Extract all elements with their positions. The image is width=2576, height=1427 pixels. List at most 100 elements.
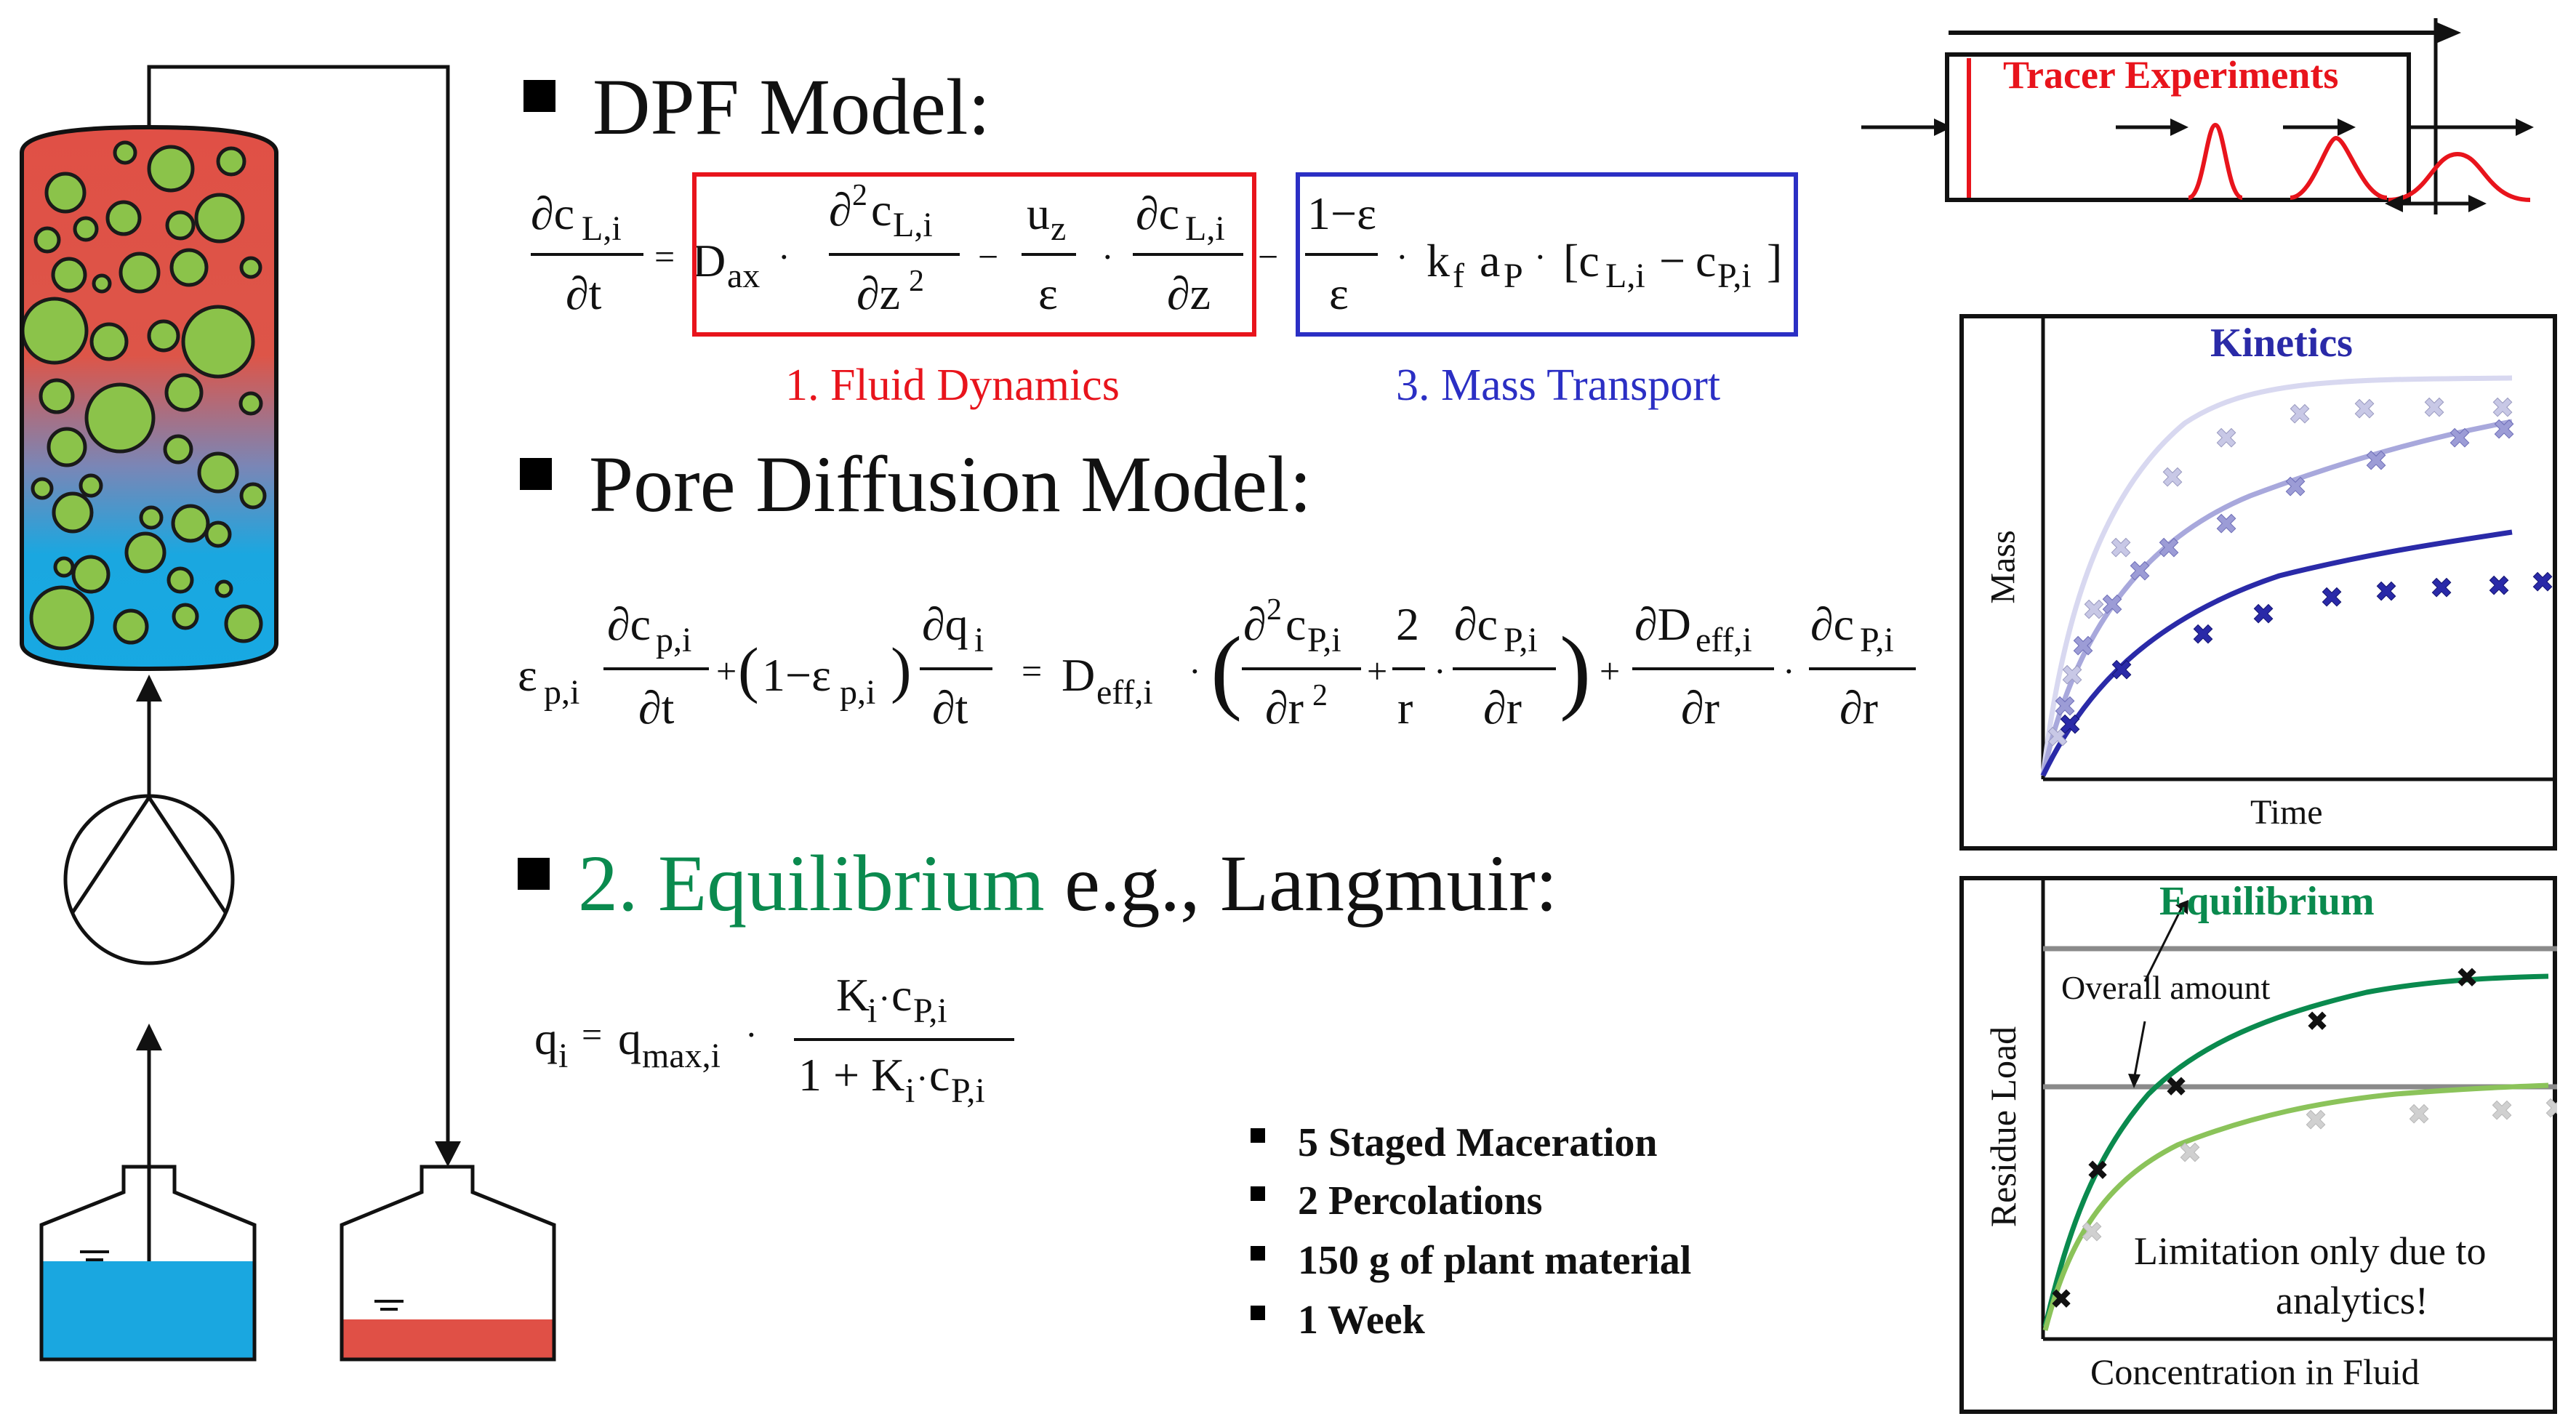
svg-text:2: 2: [852, 179, 867, 212]
equilibrium-ylabel: Residue Load: [1983, 1026, 2023, 1228]
pore-diffusion-heading: Pore Diffusion Model:: [589, 440, 1312, 528]
svg-text:c: c: [1696, 235, 1716, 286]
svg-text:∂t: ∂t: [566, 268, 602, 319]
svg-text:2: 2: [1312, 679, 1328, 712]
overall-amount-annotation: Overall amount: [2061, 969, 2271, 1006]
kinetics-marker: ✖: [2100, 590, 2124, 621]
kinetics-marker: ✖: [2061, 661, 2084, 691]
svg-text:p,i: p,i: [840, 673, 875, 712]
svg-text:[c: [c: [1563, 235, 1600, 286]
kinetics-marker: ✖: [2110, 656, 2133, 686]
svg-text:=: =: [582, 1014, 602, 1055]
svg-text:+: +: [716, 651, 737, 691]
equilibrium-marker: ✖: [2164, 1072, 2188, 1103]
svg-text:∂: ∂: [829, 184, 852, 236]
svg-text:u: u: [1027, 188, 1050, 239]
svg-text:∂c: ∂c: [1136, 188, 1179, 239]
svg-text:∂z: ∂z: [856, 268, 900, 319]
mass-transport-box: [1296, 172, 1798, 337]
kinetics-marker: ✖: [2046, 723, 2069, 753]
equilibrium-marker: ✖: [2178, 1138, 2202, 1169]
equilibrium-marker: ✖: [2407, 1100, 2431, 1130]
svg-text:L,i: L,i: [582, 209, 622, 248]
svg-text:·: ·: [1534, 236, 1546, 277]
kinetics-ylabel: Mass: [1983, 530, 2023, 604]
svg-text:q: q: [618, 1013, 641, 1064]
equilibrium-heading: 2. Equilibrium e.g., Langmuir:: [578, 837, 1557, 930]
svg-text:·: ·: [916, 1058, 928, 1098]
svg-text:p,i: p,i: [544, 673, 579, 712]
kinetics-marker: ✖: [2320, 583, 2343, 614]
svg-text:c: c: [1285, 598, 1306, 650]
equilibrium-heading-colored: 2. Equilibrium: [578, 839, 1045, 928]
svg-text:a: a: [1480, 235, 1500, 286]
svg-text:): ): [891, 635, 912, 704]
kinetics-marker: ✖: [2531, 568, 2554, 598]
equilibrium-chart: ✖ ✖ ✖ ✖ ✖ ✖ ✖ ✖ ✖ ✖ ✖: [2041, 876, 2557, 1341]
equilibrium-curve-low: [2042, 1082, 2549, 1331]
svg-text:∂: ∂: [1243, 598, 1267, 650]
particle-bed: [22, 140, 267, 651]
svg-text:r: r: [1397, 682, 1413, 733]
svg-text:2: 2: [1267, 593, 1282, 627]
svg-text:∂c: ∂c: [1810, 598, 1854, 650]
equilibrium-marker: ✖: [2050, 1285, 2073, 1315]
kinetics-marker: ✖: [2109, 534, 2132, 564]
svg-text:q: q: [534, 1013, 558, 1064]
kinetics-marker: ✖: [2423, 393, 2446, 424]
kinetics-marker: ✖: [2071, 632, 2095, 662]
kinetics-panel: [1959, 314, 2557, 851]
svg-text:·: ·: [1189, 651, 1201, 691]
svg-text:]: ]: [1767, 235, 1782, 286]
kinetics-curve-slow: [2040, 529, 2513, 777]
svg-text:·: ·: [778, 236, 790, 277]
svg-text:∂r: ∂r: [1265, 682, 1304, 733]
svg-text:eff,i: eff,i: [1096, 673, 1153, 712]
pore-diffusion-equation: ε p,i ∂c p,i ∂t + ( 1−ε p,i ) ∂q i ∂t = …: [518, 593, 1916, 733]
list-item: 5 Staged Maceration: [1298, 1120, 1658, 1165]
list-bullet: [1251, 1186, 1265, 1201]
list-item: 150 g of plant material: [1298, 1238, 1692, 1283]
limitation-note-line2: analytics!: [2276, 1279, 2428, 1322]
dpf-model-heading: DPF Model:: [593, 63, 991, 151]
svg-text:P,i: P,i: [913, 992, 947, 1030]
svg-text:2: 2: [909, 265, 924, 298]
kinetics-curve-medium: [2040, 419, 2513, 776]
svg-text:−: −: [1258, 236, 1278, 277]
svg-text:eff,i: eff,i: [1696, 621, 1752, 659]
svg-text:(: (: [1211, 618, 1242, 723]
svg-text:P,i: P,i: [951, 1072, 985, 1110]
svg-text:∂r: ∂r: [1839, 682, 1878, 733]
svg-text:∂c: ∂c: [531, 188, 574, 239]
feed-bottle: [39, 1165, 257, 1362]
svg-text:f: f: [1453, 257, 1464, 295]
langmuir-equation: q i = q max,i · K i · c P,i 1 + K i · c …: [534, 969, 1014, 1110]
heading-bullet: [518, 858, 550, 890]
kinetics-marker: ✖: [2191, 620, 2215, 651]
collection-bottle: [340, 1165, 556, 1362]
svg-text:P,i: P,i: [1860, 621, 1894, 659]
svg-text:p,i: p,i: [656, 621, 691, 659]
list-bullet: [1251, 1246, 1265, 1261]
kinetics-marker: ✖: [2364, 446, 2388, 477]
svg-text:K: K: [836, 969, 870, 1021]
extraction-apparatus-diagram: [20, 65, 556, 1362]
svg-text:ε: ε: [1038, 268, 1058, 319]
svg-text:1−ε: 1−ε: [1307, 188, 1376, 239]
equilibrium-marker: ✖: [2086, 1156, 2109, 1186]
svg-text:ε: ε: [518, 649, 537, 701]
extraction-column: [20, 124, 278, 672]
flow-arrow-to-column: [136, 675, 162, 702]
svg-text:L,i: L,i: [893, 206, 933, 244]
kinetics-marker: ✖: [2491, 393, 2514, 424]
svg-text:D: D: [692, 235, 726, 286]
svg-text:i: i: [867, 992, 877, 1030]
kinetics-marker: ✖: [2053, 692, 2077, 723]
svg-text:P: P: [1504, 257, 1523, 295]
svg-text:·: ·: [878, 978, 891, 1018]
kinetics-marker: ✖: [2058, 710, 2082, 741]
svg-text:i: i: [905, 1072, 915, 1110]
svg-text:(: (: [738, 635, 759, 704]
svg-text:L,i: L,i: [1185, 209, 1225, 248]
tracer-experiments-diagram: [1861, 18, 2534, 214]
